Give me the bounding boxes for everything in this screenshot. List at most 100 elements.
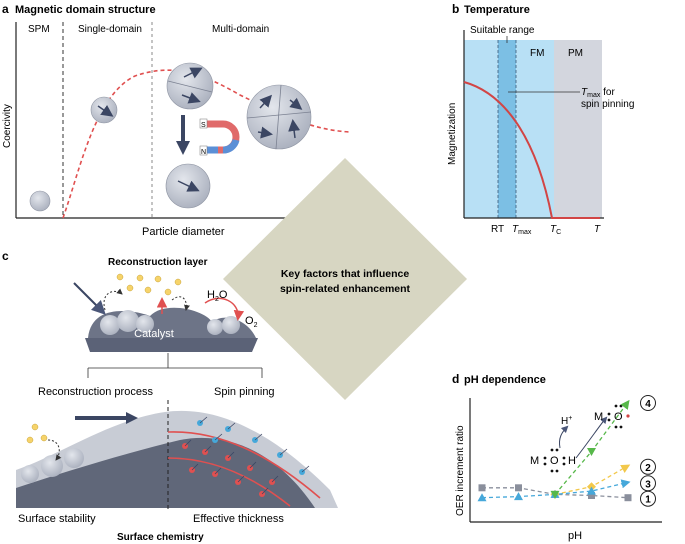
electron-dot bbox=[550, 469, 554, 473]
dashed-arrow bbox=[171, 296, 190, 311]
panel-d-title: pH dependence bbox=[464, 374, 546, 386]
tick-t: T bbox=[594, 224, 601, 235]
magnet-icon: S N bbox=[199, 118, 240, 156]
electron-dot bbox=[607, 412, 611, 416]
adsorbate-dot bbox=[116, 273, 124, 281]
surface-bump bbox=[100, 315, 120, 335]
electron-dot bbox=[543, 456, 547, 460]
series-3-label: 3 bbox=[645, 479, 651, 490]
region-single-label: Single-domain bbox=[78, 24, 142, 35]
multi-domain-particle-medium bbox=[166, 62, 214, 110]
m-label-1: M bbox=[530, 455, 539, 467]
series-3-point bbox=[514, 492, 523, 501]
panel-b: b Temperature Suitable range FM PM Tmax … bbox=[447, 2, 634, 236]
pm-region bbox=[554, 40, 602, 218]
multi-domain-particle-large bbox=[246, 84, 312, 150]
series-3-point bbox=[587, 486, 596, 495]
series-3-label-circle bbox=[640, 475, 656, 492]
surface-stability-label: Surface stability bbox=[18, 513, 96, 525]
center-diamond: Key factors that influence spin-related … bbox=[223, 158, 467, 400]
magnetized-particle bbox=[165, 163, 211, 209]
panel-a: a Magnetic domain structure Coercivity P… bbox=[2, 2, 355, 238]
adsorbate-dot bbox=[126, 284, 134, 292]
adsorbate-dot bbox=[31, 423, 39, 431]
electron-dot bbox=[555, 448, 559, 452]
electron-dot bbox=[562, 456, 566, 460]
effective-thickness-label: Effective thickness bbox=[193, 513, 284, 525]
electron-dot bbox=[550, 448, 554, 452]
surface-bump bbox=[21, 465, 39, 483]
series-4-point bbox=[587, 448, 596, 456]
panel-a-title: Magnetic domain structure bbox=[15, 4, 156, 16]
series-2-label: 2 bbox=[645, 463, 651, 474]
key-factors-line1: Key factors that influence bbox=[281, 268, 410, 280]
oer-arrow bbox=[204, 297, 245, 321]
pm-label: PM bbox=[568, 48, 583, 59]
adsorbate-dot bbox=[26, 436, 34, 444]
adsorbate-dot bbox=[40, 434, 48, 442]
electron-dot bbox=[607, 418, 611, 422]
process-arrow-head bbox=[126, 412, 138, 424]
spin-pinning-label: Spin pinning bbox=[214, 386, 275, 398]
panel-a-letter: a bbox=[2, 2, 9, 16]
surface-bump bbox=[117, 310, 139, 332]
magnetize-arrow-head bbox=[176, 141, 190, 155]
m-label-2: M bbox=[594, 411, 603, 423]
ph-chart-plot: 1 2 3 4 bbox=[477, 395, 656, 507]
pinning-interface-upper bbox=[167, 431, 321, 499]
electron-dot bbox=[614, 404, 618, 408]
key-factors-diamond bbox=[223, 158, 467, 400]
o-label-2: O bbox=[614, 411, 623, 423]
tick-tmax: Tmax bbox=[512, 224, 532, 236]
adsorbate-dot bbox=[144, 286, 152, 294]
electron-dot bbox=[619, 425, 623, 429]
proton-arrow bbox=[559, 425, 569, 449]
series-1-point bbox=[478, 484, 486, 492]
pinning-interface-lower bbox=[167, 457, 291, 507]
surface-bump bbox=[207, 319, 223, 335]
dashed-arrow bbox=[103, 288, 123, 311]
catalyst-label: Catalyst bbox=[134, 328, 174, 340]
series-4-label: 4 bbox=[645, 399, 651, 410]
region-multi-label: Multi-domain bbox=[212, 24, 269, 35]
catalyst-base bbox=[85, 338, 258, 352]
o2-label: O2 bbox=[245, 315, 258, 329]
tick-tc: TC bbox=[550, 224, 561, 236]
catalyst-core bbox=[16, 437, 315, 508]
electron-dot bbox=[562, 462, 566, 466]
electron-dot bbox=[555, 469, 559, 473]
unpaired-electron-dot bbox=[626, 414, 630, 418]
single-domain-particle bbox=[90, 96, 118, 124]
suitable-range-label: Suitable range bbox=[470, 25, 535, 36]
incoming-arrow bbox=[73, 282, 106, 315]
o-label-1: O bbox=[550, 455, 559, 467]
red-spins bbox=[182, 439, 279, 497]
electron-dot bbox=[619, 404, 623, 408]
series-2-label-circle bbox=[640, 458, 656, 475]
panel-d-letter: d bbox=[452, 372, 459, 386]
spm-particle bbox=[29, 190, 51, 212]
h2o-label: H2O bbox=[207, 289, 228, 303]
panel-d-ylabel: OER increment ratio bbox=[455, 425, 466, 516]
electron-dot bbox=[614, 425, 618, 429]
reconstruction-process-label: Reconstruction process bbox=[38, 386, 153, 398]
region-spm-label: SPM bbox=[28, 24, 50, 35]
adsorbate-dot bbox=[164, 288, 172, 296]
panel-a-xlabel: Particle diameter bbox=[142, 226, 225, 238]
surface-bump bbox=[41, 455, 63, 477]
series-4-label-circle bbox=[640, 395, 656, 411]
panel-c: c Reconstruction layer Catalyst H2O O2 R… bbox=[2, 249, 338, 543]
panel-b-letter: b bbox=[452, 2, 459, 16]
panel-a-ylabel: Coercivity bbox=[2, 104, 13, 148]
h-plus-label: H+ bbox=[561, 415, 572, 427]
deprotonation-arrow bbox=[575, 416, 608, 459]
surface-bump bbox=[136, 315, 154, 333]
magnet-s-label: S bbox=[201, 122, 206, 129]
adsorbate-dot bbox=[154, 275, 162, 283]
key-factors-line2: spin-related enhancement bbox=[280, 283, 411, 295]
series-1-label: 1 bbox=[645, 495, 651, 506]
magnet-n-label: N bbox=[201, 149, 206, 156]
surface-bump bbox=[64, 448, 84, 468]
series-3-point bbox=[477, 493, 487, 502]
